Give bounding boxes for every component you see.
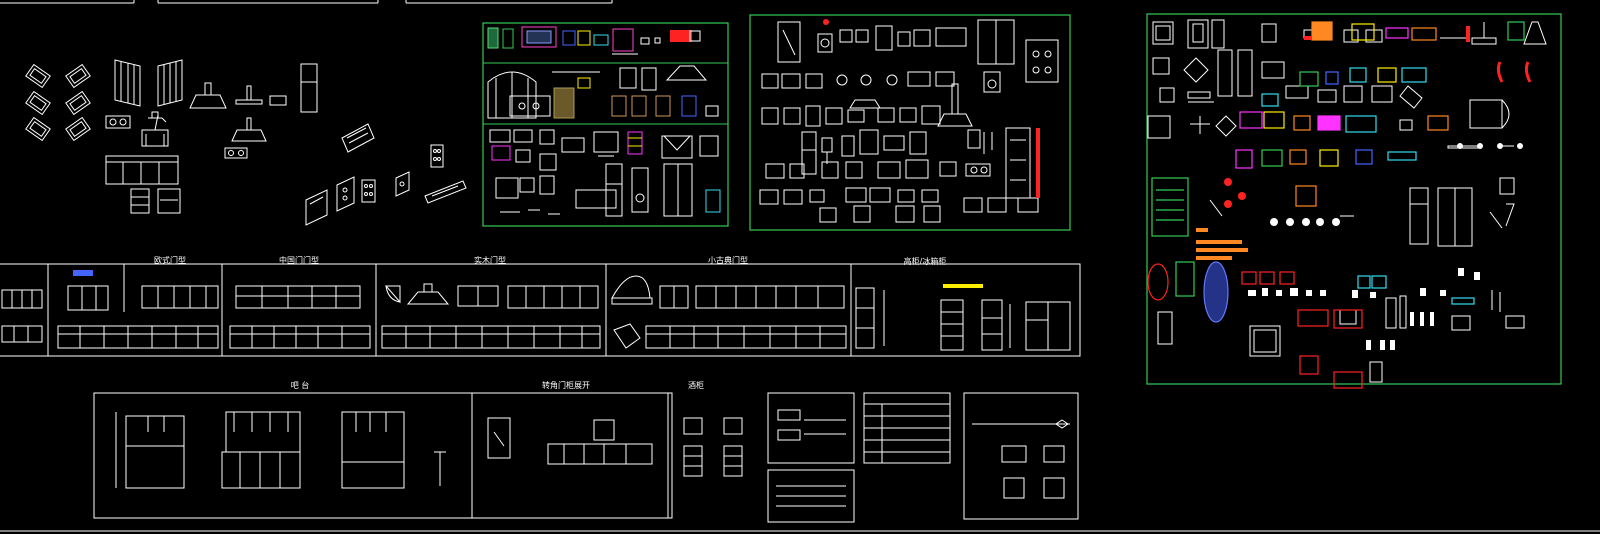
blue-title-block xyxy=(73,270,93,276)
frame3-colored-blocks xyxy=(1147,21,1525,389)
cabinet-title-tall-cabinet: 高柜/冰箱柜 xyxy=(903,257,947,266)
cabinet-title-solid-wood: 实木门型 xyxy=(474,256,506,265)
base-cabinet-blocks[interactable] xyxy=(105,129,181,214)
frame3-small-white-icons xyxy=(1248,143,1523,350)
cabinet-elevation-panel[interactable] xyxy=(0,263,1081,357)
cabinet-elevations xyxy=(1,275,1071,351)
frame2-appliances xyxy=(759,19,1059,223)
frame1-colored-swatches xyxy=(487,26,701,52)
cabinet-title-classical: 小古典门型 xyxy=(708,256,748,265)
frame1-appliances xyxy=(487,37,721,217)
sink-blocks[interactable] xyxy=(25,63,91,142)
corner-cabinet-title: 转角门柜展开 xyxy=(542,381,590,390)
red-dot xyxy=(823,19,829,25)
cabinet-title-chinese: 中国门门型 xyxy=(279,256,319,265)
yellow-title-block xyxy=(943,284,983,288)
appliance-block-frame-2[interactable] xyxy=(749,14,1071,231)
red-vertical-bar xyxy=(1036,128,1040,198)
appliance-block-frame-3[interactable] xyxy=(1146,13,1562,389)
cabinet-title-european: 欧式门型 xyxy=(154,256,186,265)
bar-counter-elevations xyxy=(115,411,743,489)
notes-table-panel[interactable] xyxy=(767,392,1079,523)
top-edge-frames xyxy=(0,0,613,4)
wine-cabinet-title: 酒柜 xyxy=(688,381,704,390)
bar-counter-title: 吧 台 xyxy=(290,381,310,390)
socket-panel-blocks[interactable] xyxy=(305,123,467,226)
appliance-block-frame-1[interactable] xyxy=(482,22,729,227)
frame3-solid-accents xyxy=(1196,26,1532,260)
range-hood-blocks[interactable] xyxy=(105,63,318,159)
window-elevation-blocks[interactable] xyxy=(114,59,183,107)
bar-counter-panel[interactable] xyxy=(93,392,743,519)
